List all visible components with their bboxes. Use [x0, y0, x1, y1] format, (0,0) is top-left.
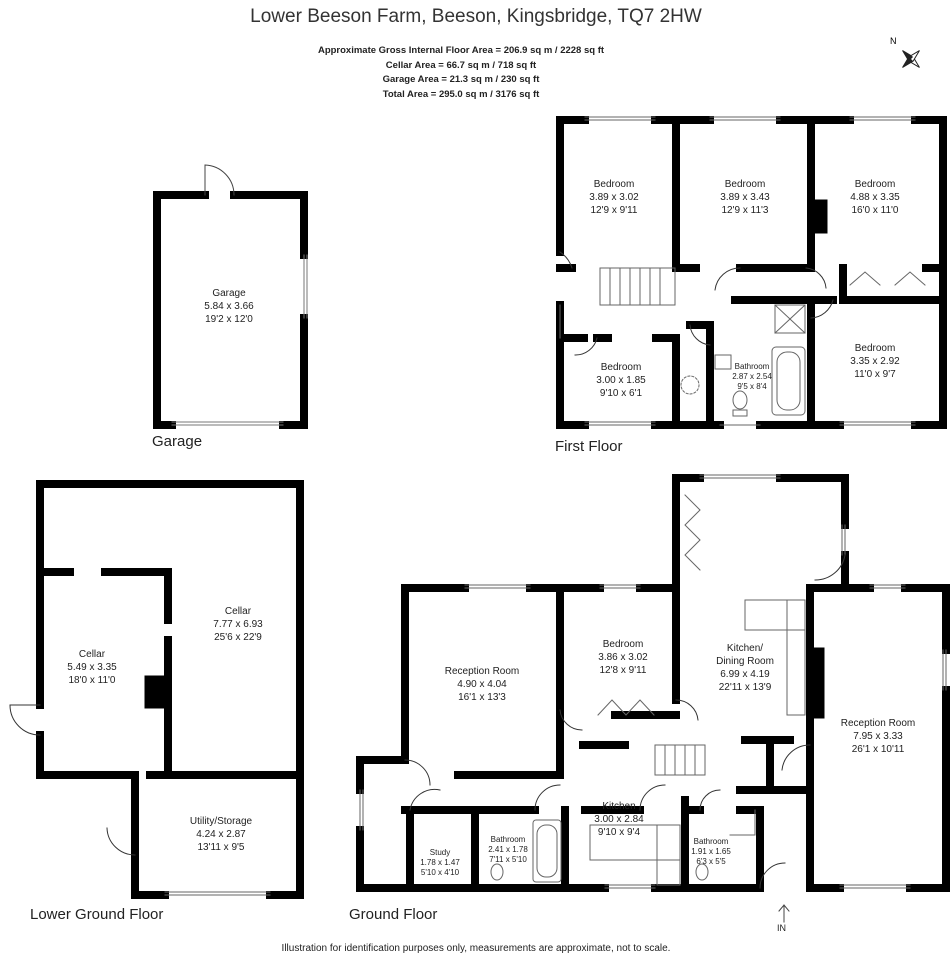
room-ff-bedroom-1: Bedroom 3.89 x 3.02 12'9 x 9'11 [589, 179, 639, 216]
area-line-gross: Approximate Gross Internal Floor Area = … [317, 45, 605, 56]
room-gf-reception-1: Reception Room 4.90 x 4.04 16'1 x 13'3 [444, 666, 520, 703]
compass-north-label: N [890, 36, 897, 46]
room-gf-bedroom: Bedroom 3.86 x 3.02 12'8 x 9'11 [598, 639, 648, 676]
floor-label-garage: Garage [152, 433, 203, 450]
room-gf-bathroom-2: Bathroom 1.91 x 1.65 6'3 x 5'5 [691, 837, 731, 866]
floor-label-ground: Ground Floor [349, 906, 438, 923]
lower-ground-walls [36, 480, 304, 899]
room-gf-reception-2: Reception Room 7.95 x 3.33 26'1 x 10'11 [840, 718, 916, 755]
area-line-garage: Garage Area = 21.3 sq m / 230 sq ft [382, 74, 540, 86]
plan-title: Lower Beeson Farm, Beeson, Kingsbridge, … [250, 6, 702, 27]
room-garage: Garage 5.84 x 3.66 19'2 x 12'0 [204, 288, 254, 325]
floor-label-first: First Floor [555, 438, 623, 455]
room-gf-study: Study 1.78 x 1.47 5'10 x 4'10 [420, 848, 460, 877]
room-ff-bedroom-2: Bedroom 3.89 x 3.43 12'9 x 11'3 [720, 179, 770, 216]
entrance-label: IN [777, 923, 786, 933]
room-cellar-large: Cellar 7.77 x 6.93 25'6 x 22'9 [213, 606, 263, 643]
room-gf-bathroom-1: Bathroom 2.41 x 1.78 7'11 x 5'10 [488, 835, 528, 864]
room-gf-kitchen-dining: Kitchen/ Dining Room 6.99 x 4.19 22'11 x… [716, 643, 774, 693]
area-line-cellar: Cellar Area = 66.7 sq m / 718 sq ft [385, 59, 537, 71]
room-utility-storage: Utility/Storage 4.24 x 2.87 13'11 x 9'5 [189, 816, 253, 853]
disclaimer: Illustration for identification purposes… [281, 943, 671, 954]
floor-label-lower-ground: Lower Ground Floor [30, 906, 164, 923]
compass-icon: N [890, 36, 920, 68]
room-ff-bedroom-5: Bedroom 3.35 x 2.92 11'0 x 9'7 [850, 343, 900, 380]
garage-walls [153, 191, 308, 429]
room-cellar-small: Cellar 5.49 x 3.35 18'0 x 11'0 [67, 649, 117, 686]
room-ff-bathroom: Bathroom 2.87 x 2.54 9'5 x 8'4 [732, 362, 772, 391]
first-floor-walls [556, 116, 947, 429]
area-summary: Approximate Gross Internal Floor Area = … [0, 44, 952, 102]
room-ff-bedroom-3: Bedroom 4.88 x 3.35 16'0 x 11'0 [850, 179, 900, 216]
room-gf-kitchen: Kitchen 3.00 x 2.84 9'10 x 9'4 [594, 801, 644, 838]
area-line-total: Total Area = 295.0 sq m / 3176 sq ft [382, 88, 540, 100]
room-ff-bedroom-4: Bedroom 3.00 x 1.85 9'10 x 6'1 [596, 362, 646, 399]
